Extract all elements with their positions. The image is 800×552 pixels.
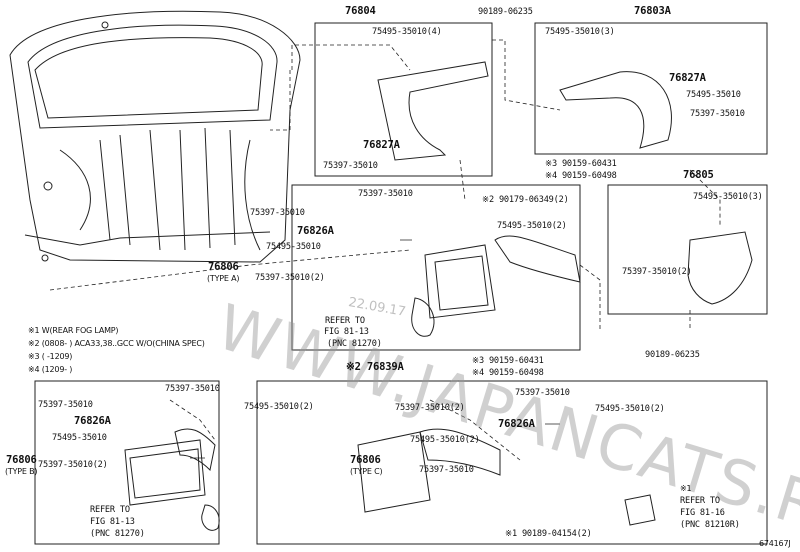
- refer-link[interactable]: FIG 81-16: [680, 508, 725, 518]
- label-part: 75495-35010: [52, 433, 107, 443]
- label-part: 75495-35010(2): [410, 435, 480, 445]
- note: ※4 (1209- ): [28, 365, 73, 374]
- leaders: [190, 239, 560, 459]
- label-76806-c: 76806: [350, 454, 381, 466]
- label-part: 75397-35010(2): [622, 267, 692, 277]
- label-part: 75397-35010: [165, 384, 220, 394]
- label-part: ※1 90189-04154(2): [505, 529, 592, 539]
- label-part: 76826A: [498, 418, 535, 430]
- label-76806-b: 76806: [6, 454, 37, 466]
- leader-lines: [49, 39, 721, 461]
- label-part: 75495-35010(3): [693, 192, 763, 202]
- label-76806-a: 76806: [208, 261, 239, 273]
- label-part: 75495-35010(2): [244, 402, 314, 412]
- label-part: 75495-35010(2): [595, 404, 665, 414]
- label-76803a: 76803A: [634, 5, 671, 17]
- refer-link[interactable]: REFER TO: [325, 316, 365, 326]
- label-part: ※4 90159-60498: [545, 171, 617, 181]
- note: ※1 W(REAR FOG LAMP): [28, 326, 119, 335]
- refer-link[interactable]: (PNC 81210R): [680, 520, 740, 530]
- label-part: 75397-35010: [358, 189, 413, 199]
- refer-link[interactable]: FIG 81-13: [324, 327, 369, 337]
- label-type: (TYPE A): [207, 274, 240, 283]
- label-part: ※4 90159-60498: [472, 368, 544, 378]
- refer-link[interactable]: (PNC 81270): [90, 529, 145, 539]
- label-part: 75397-35010: [419, 465, 474, 475]
- label-part: ※3 90159-60431: [472, 356, 544, 366]
- note: ※2 (0808- ) ACA33,38..GCC W/O(CHINA SPEC…: [28, 339, 205, 348]
- label-part: 75397-35010: [515, 388, 570, 398]
- box-c: [256, 380, 768, 545]
- label-part: 75397-35010(2): [38, 460, 108, 470]
- label-part: 75397-35010(2): [395, 403, 465, 413]
- label-part: ※2 76839A: [346, 361, 404, 373]
- label-part: 75495-35010: [686, 90, 741, 100]
- label-part: 75397-35010: [250, 208, 305, 218]
- back-door-illustration: [9, 10, 301, 263]
- diagram-id: 674167J: [759, 539, 791, 548]
- refer-link[interactable]: REFER TO: [680, 496, 720, 506]
- label-76804: 76804: [345, 5, 376, 17]
- label-part: 75495-35010(3): [545, 27, 615, 37]
- label-part: 76827A: [363, 139, 400, 151]
- label-part: ※2 90179-06349(2): [482, 195, 569, 205]
- label-part: 75495-35010: [266, 242, 321, 252]
- label-type: (TYPE B): [5, 467, 38, 476]
- refer-link[interactable]: REFER TO: [90, 505, 130, 515]
- part-shapes: [124, 61, 753, 531]
- label-part: ※3 90159-60431: [545, 159, 617, 169]
- label-part: 76826A: [297, 225, 334, 237]
- label-part: 75495-35010(4): [372, 27, 442, 37]
- refer-link[interactable]: (PNC 81270): [327, 339, 382, 349]
- box-76804: [314, 22, 493, 177]
- label-part: 90189-06235: [645, 350, 700, 360]
- label-type: (TYPE C): [350, 467, 383, 476]
- box-type-b: [34, 380, 220, 545]
- label-part: 75397-35010: [38, 400, 93, 410]
- label-part: 90189-06235: [478, 7, 533, 17]
- label-part: 75495-35010(2): [497, 221, 567, 231]
- note: ※3 ( -1209): [28, 352, 73, 361]
- label-part: 76826A: [74, 415, 111, 427]
- box-76803a: [534, 22, 768, 155]
- label-part: 76827A: [669, 72, 706, 84]
- label-76805: 76805: [683, 169, 714, 181]
- note-mark: ※1: [680, 484, 692, 493]
- label-part: 75397-35010(2): [255, 273, 325, 283]
- refer-link[interactable]: FIG 81-13: [90, 517, 135, 527]
- label-part: 75397-35010: [323, 161, 378, 171]
- label-part: 75397-35010: [690, 109, 745, 119]
- box-type-a: [291, 184, 581, 351]
- box-76805: [607, 184, 768, 315]
